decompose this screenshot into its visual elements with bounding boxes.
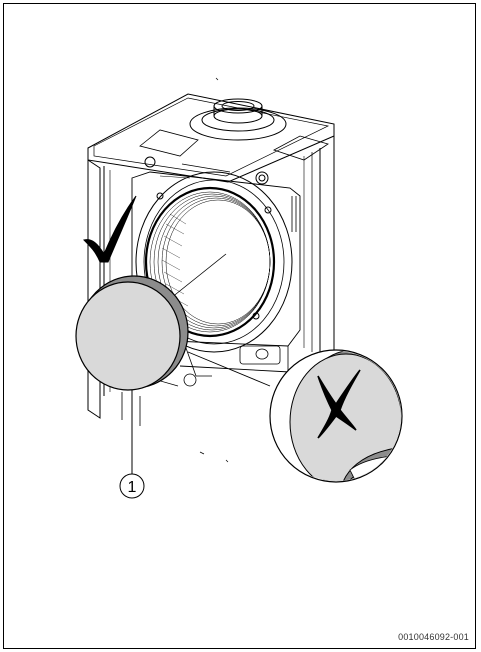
check-mark-icon bbox=[83, 195, 137, 263]
detail-magnifier bbox=[179, 349, 403, 483]
callout-number: 1 bbox=[128, 479, 137, 496]
cover-disc bbox=[75, 275, 189, 391]
document-id: 0010046092-001 bbox=[398, 632, 469, 642]
callout-circle bbox=[119, 473, 145, 499]
cross-mark-icon bbox=[317, 369, 361, 439]
boiler-housing bbox=[87, 77, 335, 463]
